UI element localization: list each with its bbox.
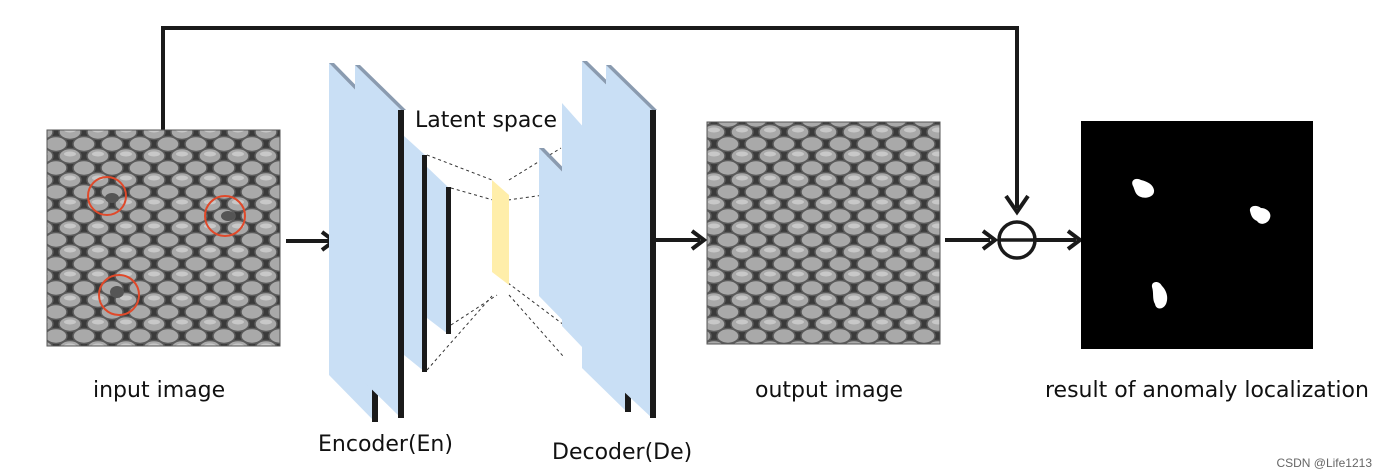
anomaly-blob — [1151, 281, 1168, 309]
anomaly-blob — [1249, 205, 1271, 224]
output-image — [706, 121, 941, 345]
output-image-label: output image — [755, 378, 904, 403]
watermark: CSDN @Life1213 — [1276, 456, 1372, 470]
decoder-block — [539, 61, 657, 418]
encoder-layer — [404, 136, 427, 372]
anomaly-circle — [87, 176, 127, 216]
anomaly-circle — [98, 274, 140, 316]
encoder-block — [329, 63, 451, 422]
circle-minus-icon — [997, 220, 1037, 260]
encoder-label: Encoder(En) — [318, 432, 453, 457]
result-image — [1081, 121, 1313, 349]
skip-connection-arrowhead — [1004, 194, 1030, 216]
input-image-label: input image — [93, 378, 226, 403]
latent-space-bar — [492, 180, 509, 285]
anomaly-blob — [1132, 178, 1155, 198]
latent-space-label: Latent space — [415, 108, 558, 133]
decoder-layer — [606, 65, 657, 418]
encoder-layer — [427, 167, 451, 334]
decoder-label: Decoder(De) — [552, 440, 693, 465]
encoder-layer — [355, 65, 406, 418]
skip-connection-line — [161, 26, 1019, 208]
result-label: result of anomaly localization — [1045, 378, 1369, 403]
input-image — [46, 129, 281, 347]
anomaly-circle — [204, 195, 246, 237]
